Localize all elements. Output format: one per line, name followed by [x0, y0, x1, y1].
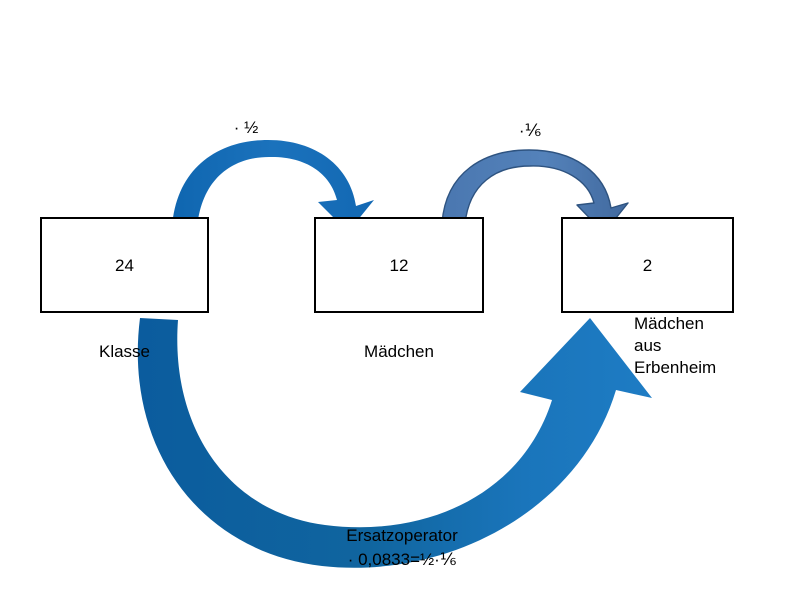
- node-box-erbenheim: 2: [561, 217, 734, 313]
- arrow-label-sixth: ·⅙: [518, 121, 542, 140]
- arrow-label-ersatzoperator: Ersatzoperator · 0,0833=½·⅙: [346, 526, 458, 569]
- node-caption-klasse: Klasse: [98, 342, 151, 361]
- node-value-maedchen: 12: [389, 255, 409, 275]
- node-box-klasse: 24: [40, 217, 209, 313]
- node-box-maedchen: 12: [314, 217, 484, 313]
- arrow-label-half: · ½: [233, 118, 259, 137]
- arrow-arc-half: [172, 140, 374, 232]
- arrow-ersatzoperator: [137, 318, 652, 568]
- node-value-erbenheim: 2: [642, 255, 653, 275]
- node-value-klasse: 24: [115, 255, 134, 275]
- node-caption-erbenheim: Mädchen aus Erbenheim: [634, 314, 717, 377]
- node-caption-maedchen: Mädchen: [364, 342, 434, 361]
